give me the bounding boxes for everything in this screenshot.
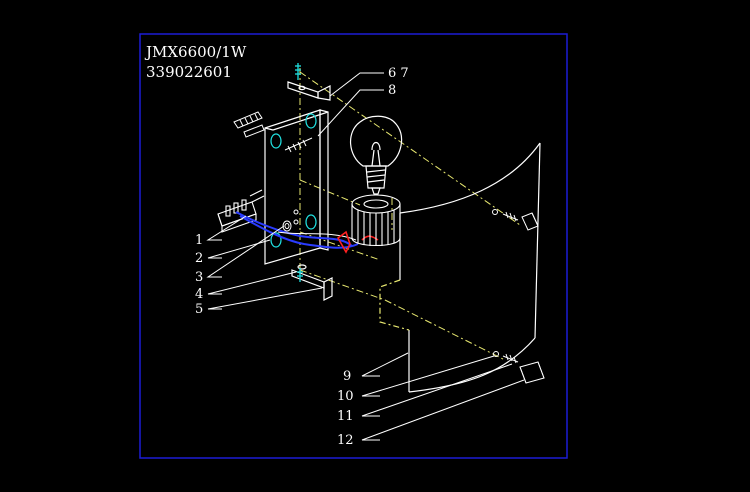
glass-screw-upper [492,209,539,231]
callout-12: 12 [337,433,354,448]
callout-2: 2 [195,251,203,266]
callout-1: 1 [195,233,203,248]
callout-5: 5 [195,302,203,317]
wall-anchor [233,111,265,138]
wires [235,211,379,254]
model-number: JMX6600/1W [144,43,247,61]
light-bulb [350,115,403,195]
bottom-screw [297,268,303,282]
leader-lines [206,72,525,441]
backplate [264,109,329,265]
fixing-screw [284,137,313,153]
callout-3: 3 [195,270,203,285]
callout-4: 4 [195,287,203,302]
grommet [282,209,299,232]
callout-11: 11 [337,409,354,424]
callout-10: 10 [337,389,354,404]
drawing-frame [139,33,568,459]
callout-8: 8 [388,83,396,98]
glass-shade [379,142,541,393]
callout-9: 9 [343,369,351,384]
top-screw [295,63,301,80]
callout-6-7: 6 7 [388,66,409,81]
lamp-socket [351,194,401,246]
top-bracket [287,81,331,101]
axis-lines [299,68,521,361]
bottom-bracket [291,264,333,301]
glass-screw-lower [493,351,545,384]
part-code: 339022601 [146,63,232,81]
